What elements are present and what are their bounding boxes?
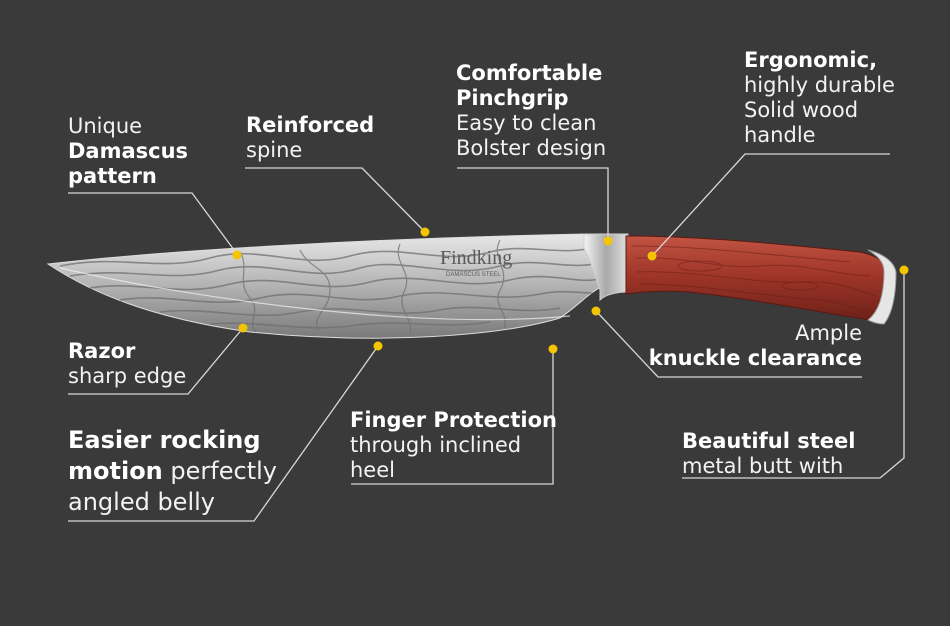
callout-knuckle-line1: Ample [795, 321, 862, 345]
callout-rocking-line2-rest: perfectly [162, 457, 277, 485]
callout-spine-line2: spine [246, 138, 303, 162]
callout-rocking: Easier rocking motion perfectly angled b… [68, 425, 277, 518]
steel-butt-cap [867, 249, 897, 325]
damascus-pattern [59, 239, 603, 335]
marker-butt [899, 265, 909, 275]
callout-rocking-line3: angled belly [68, 488, 215, 516]
callout-handle-line1: Ergonomic, [744, 48, 878, 72]
marker-damascus [232, 250, 242, 260]
callout-finger-line3: heel [350, 458, 395, 482]
callout-finger-line2: through inclined [350, 433, 522, 457]
marker-spine [420, 227, 430, 237]
callout-finger-line1: Finger Protection [350, 408, 557, 432]
leader-lines [68, 153, 905, 522]
callout-razor: Razor sharp edge [68, 339, 186, 389]
callout-pinchgrip-line1: Comfortable [456, 61, 603, 85]
callout-handle-line3: Solid wood [744, 98, 859, 122]
callout-handle: Ergonomic, highly durable Solid wood han… [744, 48, 895, 148]
callout-knuckle: Ample knuckle clearance [649, 321, 862, 371]
leader-butt [682, 270, 905, 479]
callout-rocking-line1: Easier rocking [68, 426, 261, 454]
marker-handle [647, 251, 657, 261]
brand-logo-subtext: DAMASCUS STEEL [446, 272, 501, 278]
callout-rocking-line2: motion perfectly [68, 456, 277, 487]
callout-handle-line2: highly durable [744, 73, 895, 97]
brand-logo: Findking [440, 247, 512, 269]
callout-butt-line1: Beautiful steel [682, 429, 856, 453]
callout-spine-line1: Reinforced [246, 113, 375, 137]
leader-finger [351, 349, 554, 485]
callout-pinchgrip: Comfortable Pinchgrip Easy to clean Bols… [456, 61, 606, 161]
leader-handle [651, 153, 890, 257]
leader-damascus [68, 192, 238, 255]
callout-rocking-line2-bold: motion [68, 457, 163, 485]
callout-pinchgrip-line2: Pinchgrip [456, 86, 569, 110]
callout-butt-line2: metal butt with [682, 454, 844, 478]
leader-knuckle [595, 310, 862, 378]
wood-handle [625, 235, 887, 321]
callout-damascus-line3: pattern [68, 164, 157, 188]
marker-pinchgrip [603, 236, 613, 246]
marker-rocking [373, 341, 383, 351]
leader-spine [245, 167, 426, 233]
marker-razor [238, 323, 248, 333]
callout-knuckle-line2: knuckle clearance [648, 346, 862, 370]
callout-spine: Reinforced spine [246, 113, 374, 163]
marker-finger [548, 344, 558, 354]
callout-pinchgrip-line3: Easy to clean [456, 111, 597, 135]
bolster [583, 233, 629, 302]
callout-pinchgrip-line4: Bolster design [456, 136, 607, 160]
leader-rocking [68, 345, 379, 522]
callout-butt: Beautiful steel metal butt with [682, 429, 855, 479]
callout-damascus-line1: Unique [68, 114, 143, 138]
marker-knuckle [591, 306, 601, 316]
callout-razor-line2: sharp edge [68, 364, 187, 388]
markers [232, 227, 909, 354]
leader-razor [68, 327, 244, 395]
callout-damascus: Unique Damascus pattern [68, 114, 188, 189]
callout-razor-line1: Razor [68, 339, 136, 363]
callout-damascus-line2: Damascus [68, 139, 189, 163]
callout-finger: Finger Protection through inclined heel [350, 408, 557, 483]
callout-handle-line4: handle [744, 123, 816, 147]
wood-grain [631, 245, 877, 313]
leader-pinchgrip [457, 167, 609, 241]
